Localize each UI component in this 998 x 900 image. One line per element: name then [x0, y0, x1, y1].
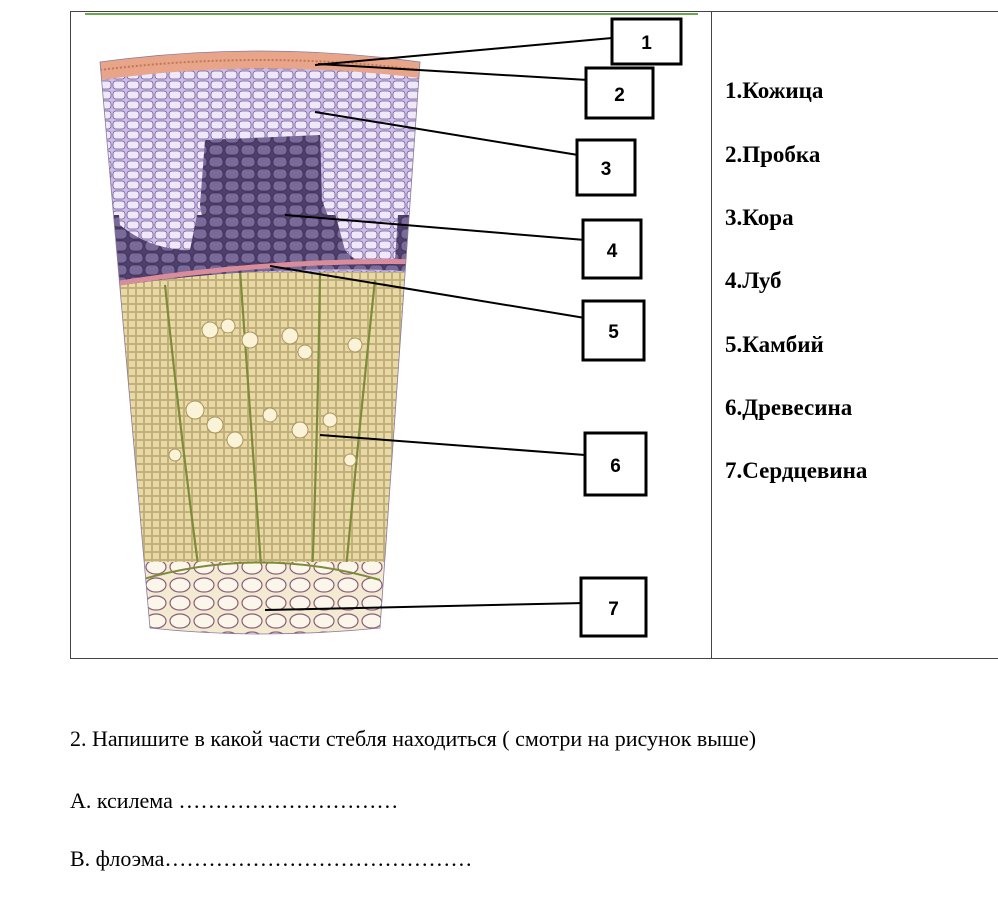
cambium-line: [100, 259, 420, 291]
legend-item-7: 7.Сердцевина: [725, 458, 868, 483]
callout-label-5: 5: [608, 322, 619, 343]
legend-item-5: 5.Камбий: [725, 332, 824, 357]
callout-box-7: 7: [579, 576, 648, 638]
question-prompt: 2. Напишите в какой части стебля находит…: [70, 726, 757, 751]
cork-layer: [100, 59, 420, 71]
legend-item-4: 4.Луб: [725, 268, 782, 293]
callout-label-4: 4: [607, 241, 618, 262]
legend-item-2: 2.Пробка: [725, 142, 821, 167]
wood-rays: [163, 269, 377, 581]
table-frame: [70, 11, 998, 659]
stem-tissues: [100, 51, 420, 634]
cortex-lobe-left: [115, 175, 200, 250]
question-answer-a: А. ксилема …………………………: [70, 788, 399, 813]
callout-label-3: 3: [601, 159, 612, 180]
callout-label-1: 1: [641, 33, 652, 54]
epidermis-layer: [100, 51, 420, 80]
question-answer-b: В. флоэма……………………………………: [70, 846, 473, 871]
callout-box-6: 6: [583, 431, 648, 497]
legend-item-6: 6.Древесина: [725, 395, 853, 420]
wood-vessels: [168, 318, 363, 467]
callout-label-7: 7: [608, 599, 619, 620]
wood-tissue: [100, 250, 420, 580]
pith-boundary: [139, 561, 381, 581]
callout-box-2: 2: [584, 66, 655, 120]
phloem-wedge: [200, 135, 345, 262]
legend-item-3: 3.Кора: [725, 205, 794, 230]
table-divider: [711, 11, 712, 659]
callout-box-3: 3: [575, 138, 637, 197]
callout-box-5: 5: [581, 299, 646, 362]
callout-box-1: 1: [610, 17, 683, 66]
pith-tissue: [100, 562, 420, 634]
cortex-lobe-right: [330, 185, 400, 264]
callout-label-2: 2: [614, 85, 625, 106]
callout-box-4: 4: [581, 218, 643, 280]
leader-lines: [264, 37, 613, 611]
callout-label-6: 6: [610, 456, 621, 477]
legend-item-1: 1.Кожица: [725, 78, 824, 103]
stem-outline: [99, 50, 421, 635]
